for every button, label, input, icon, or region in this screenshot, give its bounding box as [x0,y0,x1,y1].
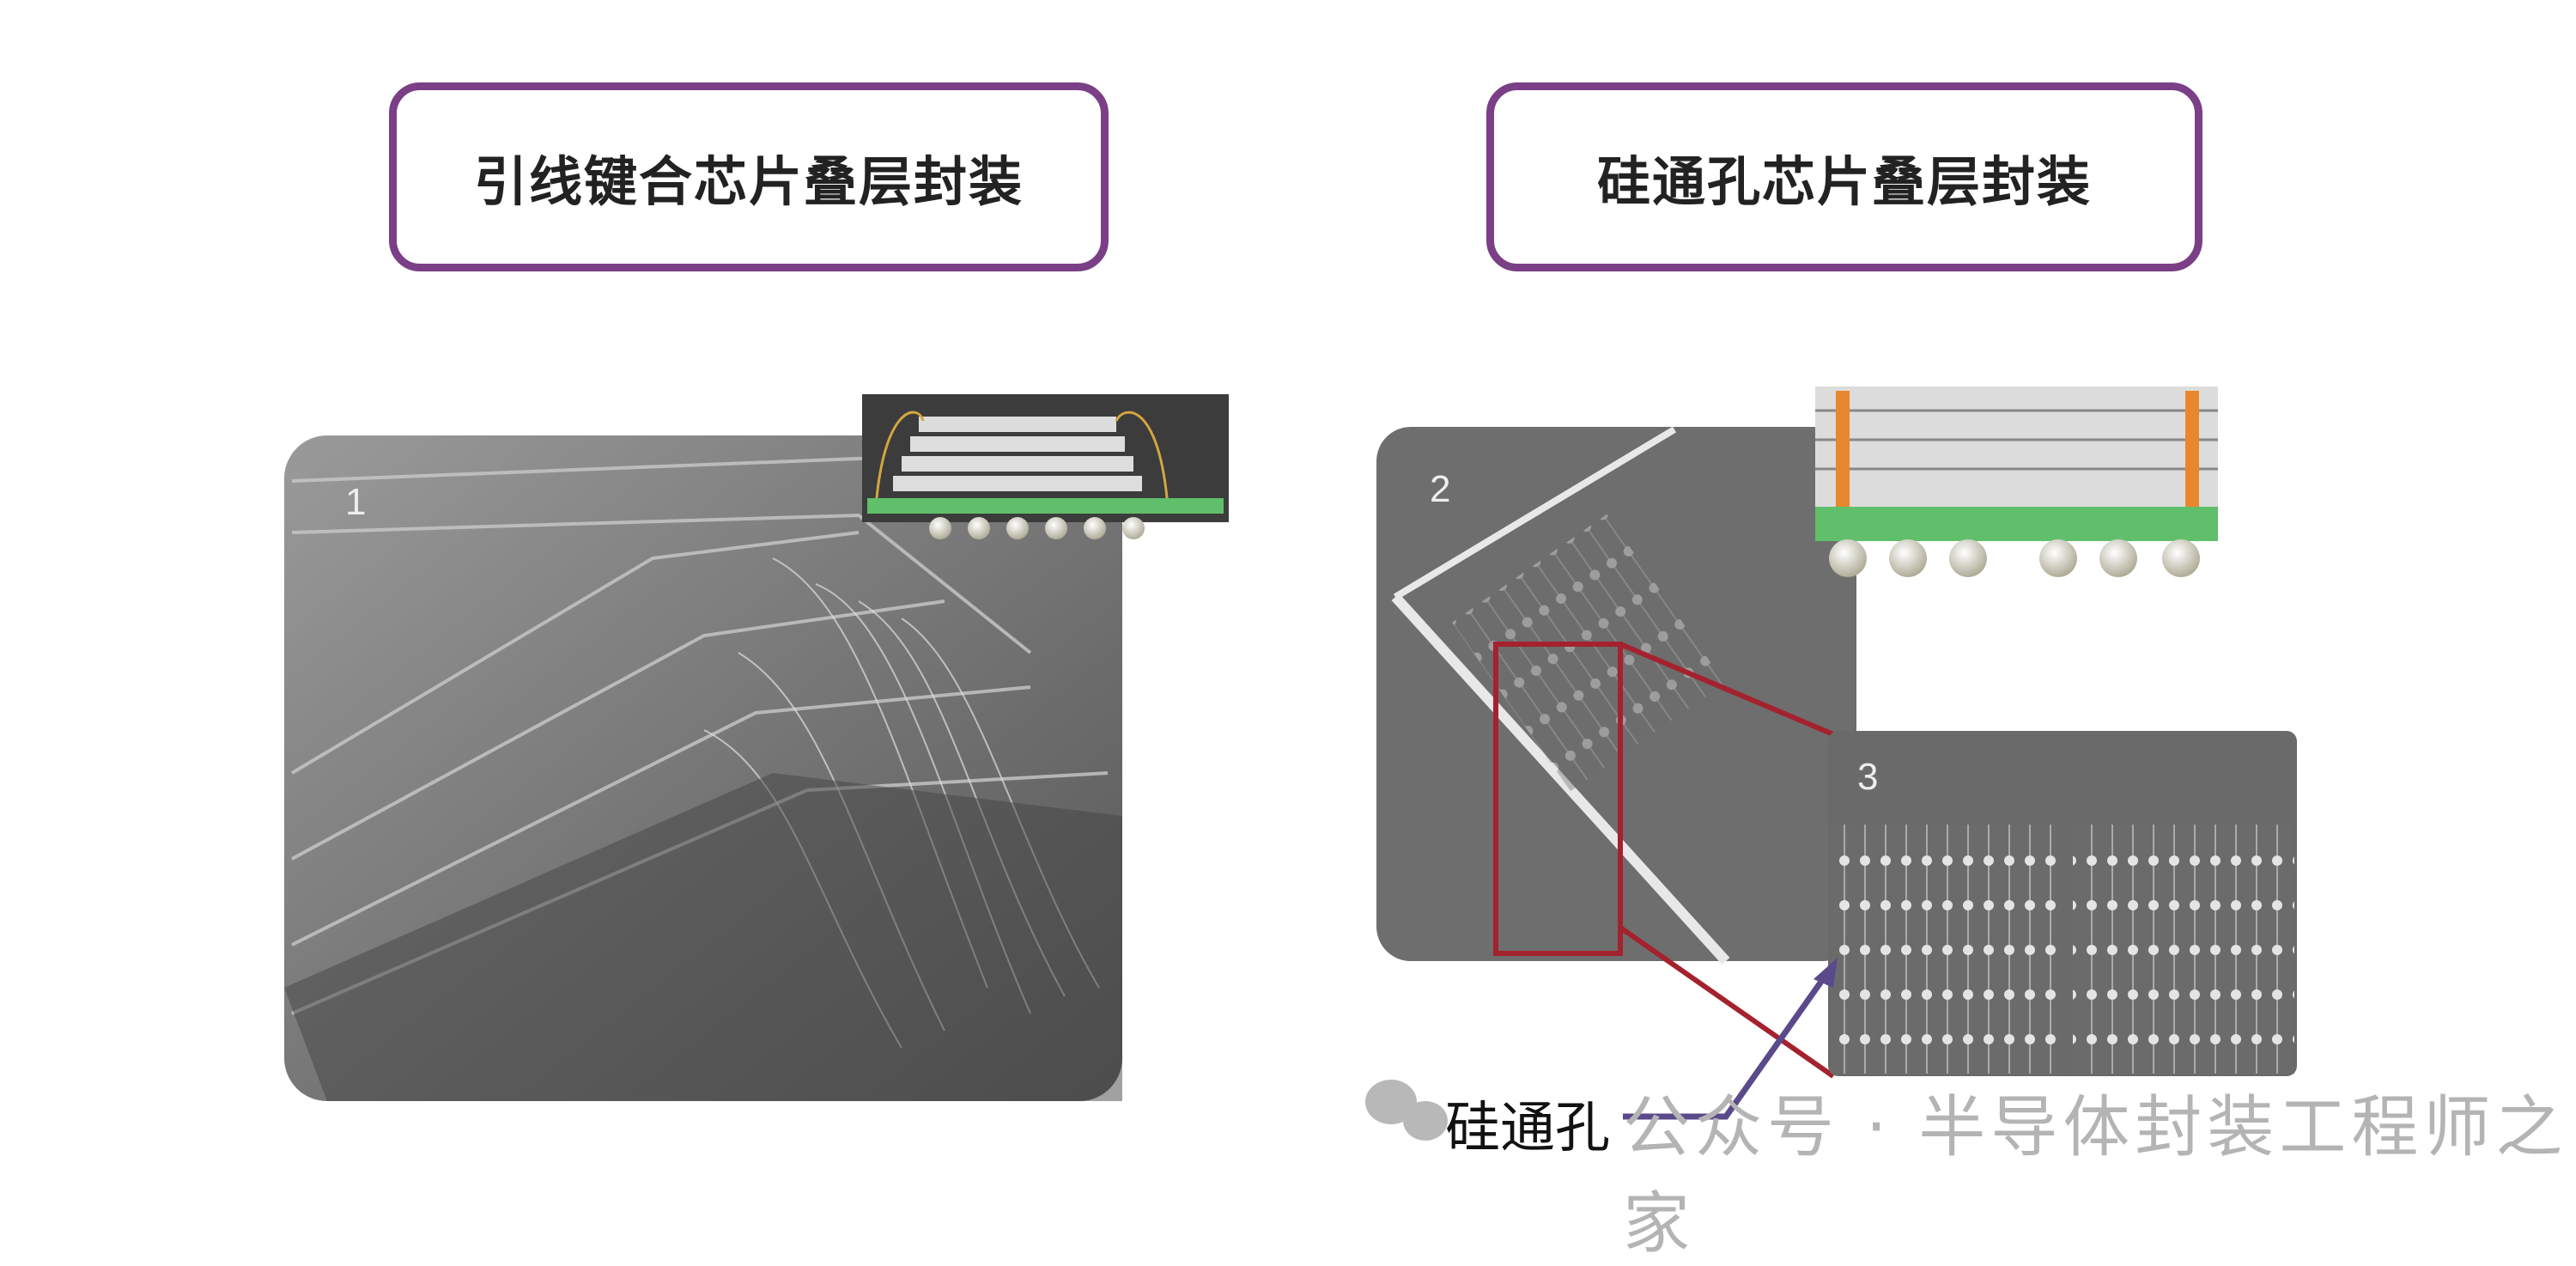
tsv-array-photo [1828,731,2297,1076]
zoom-connector-lines [1619,642,1835,1079]
photo-number-1: 1 [345,481,367,523]
wechat-icon [1365,1080,1448,1141]
callout-arrow [1623,968,1832,1120]
photo-number-2: 2 [1430,468,1451,510]
wire-bond-cross-section [862,394,1229,539]
title-text: 引线键合芯片叠层封装 [473,150,1024,213]
watermark-text: 公众号 · 半导体封装工程师之家 [1623,1089,2568,1263]
wire-bond-photo [284,435,1122,1101]
photo-number-3: 3 [1857,756,1879,798]
tsv-callout-label: 硅通孔 [1445,1097,1610,1160]
tsv-die-photo [1376,426,1856,965]
tsv-cross-section [1815,386,2218,577]
arrowhead-icon [1814,958,1838,988]
title-text: 硅通孔芯片叠层封装 [1596,150,2092,213]
tsv-title: 硅通孔芯片叠层封装 [1486,82,2202,271]
figure-graphics [284,386,2297,1141]
wire-bond-title: 引线键合芯片叠层封装 [389,82,1109,271]
